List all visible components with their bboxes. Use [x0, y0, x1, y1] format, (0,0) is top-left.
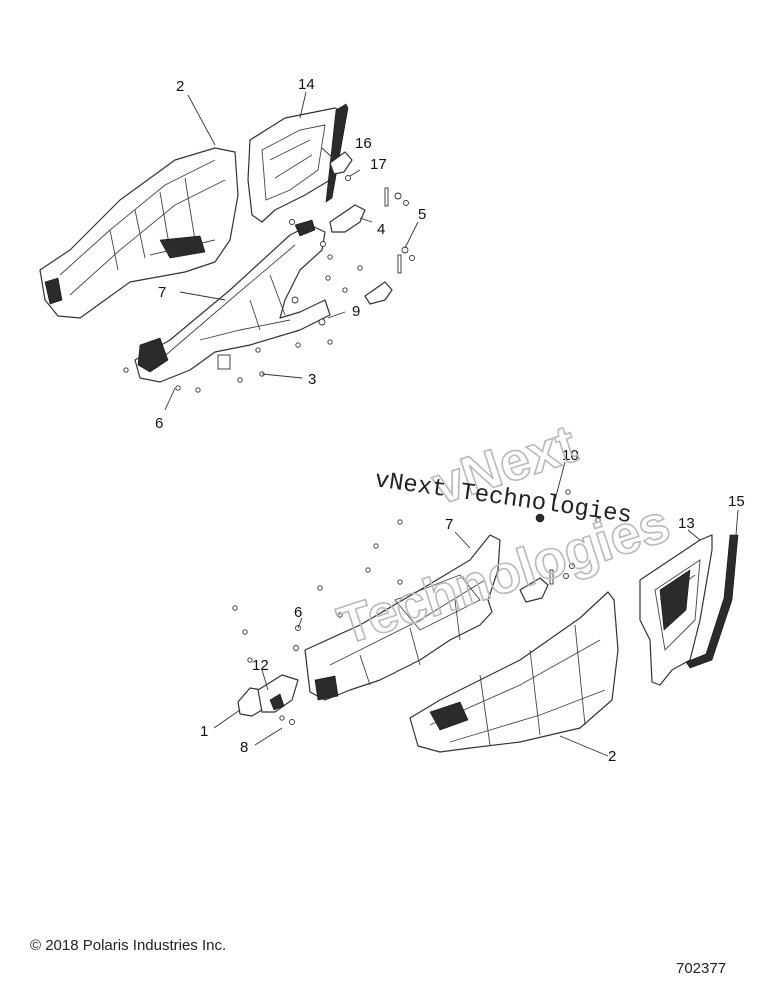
part-7-lower-frame	[304, 534, 501, 701]
top-hardware	[123, 219, 363, 393]
drawing-number: 702377	[676, 960, 727, 977]
part-4-bracket	[329, 204, 393, 305]
part-10-bracket	[519, 513, 549, 603]
bottom-leader-lines	[213, 461, 739, 757]
bottom-hardware	[232, 489, 601, 725]
callout-1: 1	[200, 723, 208, 740]
callout-6-bottom: 6	[294, 604, 302, 621]
top-leader-lines	[164, 91, 419, 411]
part-2-lower-panel	[409, 591, 619, 753]
part-7-upper-frame	[134, 219, 331, 383]
callout-13: 13	[678, 515, 695, 532]
callout-labels: 2 14 16 17 4 5 7 9 3 6 10 7 13 15 6 12 1…	[155, 76, 745, 765]
part-15-seal-strip	[685, 534, 739, 669]
part-5-bolts	[384, 187, 415, 274]
part-12-latch-cover	[257, 674, 299, 713]
copyright-notice: © 2018 Polaris Industries Inc.	[30, 937, 227, 954]
part-17-screw	[345, 175, 351, 181]
part-2-upper-panel	[39, 147, 239, 319]
callout-9: 9	[352, 303, 360, 320]
watermark: vNext Technologies vNext Technologies	[330, 413, 677, 657]
callout-7-bottom: 7	[445, 516, 453, 533]
callout-10: 10	[562, 447, 579, 464]
callout-6-top: 6	[155, 415, 163, 432]
callout-17: 17	[370, 156, 387, 173]
part-13-lower-rear-panel	[639, 534, 713, 686]
callout-2-bottom: 2	[608, 748, 616, 765]
callout-2-top: 2	[176, 78, 184, 95]
callout-15: 15	[728, 493, 745, 510]
part-16-clip	[329, 151, 353, 175]
part-14-upper-rear-panel	[247, 103, 349, 223]
callout-8: 8	[240, 739, 248, 756]
callout-14: 14	[298, 76, 315, 93]
callout-4: 4	[377, 221, 385, 238]
callout-16: 16	[355, 135, 372, 152]
callout-7-top: 7	[158, 284, 166, 301]
callout-5: 5	[418, 206, 426, 223]
callout-3: 3	[308, 371, 316, 388]
callout-12: 12	[252, 657, 269, 674]
